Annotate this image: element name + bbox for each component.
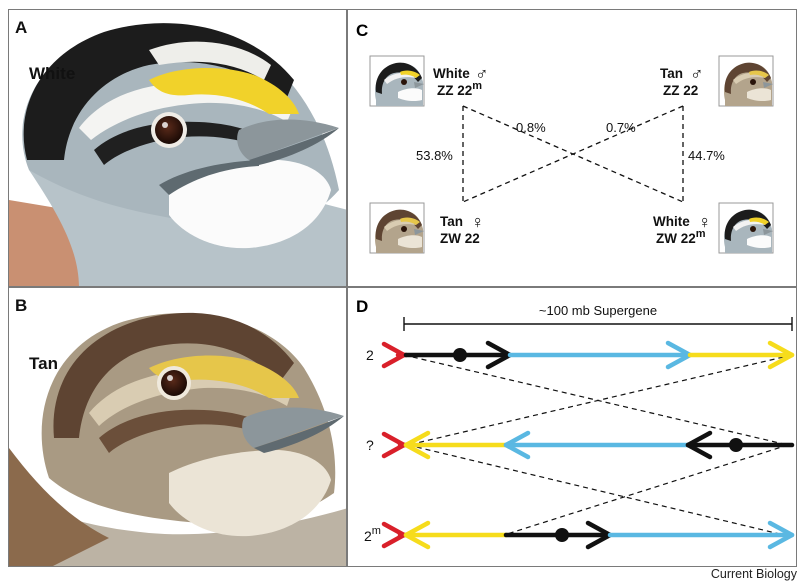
- white-male-genotype: ZZ 22m: [437, 80, 482, 98]
- supergene-scale-bar: [403, 317, 793, 331]
- percent-53-8: 53.8%: [416, 148, 453, 163]
- centromere: [453, 348, 467, 362]
- panel-label: A: [15, 18, 28, 37]
- line-tan-male-tan-female: [462, 105, 684, 203]
- supergene-arrangement: D ~100 mb Supergene: [356, 297, 795, 550]
- female-symbol: ♀: [471, 212, 485, 232]
- panel-d-supergene-diagram: D ~100 mb Supergene: [347, 287, 797, 567]
- panel-c-mating-diagram: C White ♂ ZZ 22m Tan ♂ ZZ 22 Tan ♀ ZW 22…: [347, 9, 797, 287]
- row-label-2m: 2m: [364, 525, 381, 544]
- chromosome-row-2: [381, 340, 795, 370]
- male-symbol: ♂: [475, 64, 489, 84]
- chromosome-row-question: [381, 430, 795, 460]
- percent-0-7: 0.7%: [606, 120, 636, 135]
- chromosome-row-2m: [381, 520, 795, 550]
- row-label-question: ?: [366, 437, 374, 453]
- tan-bird-illustration: [9, 288, 346, 566]
- supergene-label: ~100 mb Supergene: [539, 303, 657, 318]
- white-female-thumbnail: [718, 202, 774, 254]
- journal-credit: Current Biology: [710, 567, 797, 581]
- tan-male-thumbnail: [718, 55, 774, 107]
- percent-0-8: 0.8%: [516, 120, 546, 135]
- tan-male-morph: Tan: [660, 66, 683, 81]
- white-male-thumbnail: [369, 55, 425, 107]
- centromere: [729, 438, 743, 452]
- panel-label: D: [356, 297, 368, 316]
- female-symbol: ♀: [698, 212, 712, 232]
- panel-label: B: [15, 296, 28, 315]
- tan-female-genotype: ZW 22: [440, 231, 480, 246]
- tan-female-morph: Tan: [440, 214, 463, 229]
- mating-network: C White ♂ ZZ 22m Tan ♂ ZZ 22 Tan ♀ ZW 22…: [356, 21, 774, 254]
- panel-b-tan-morph: B Tan: [8, 287, 347, 567]
- white-male-morph: White: [433, 66, 470, 81]
- morph-name: Tan: [29, 354, 58, 373]
- panel-label: C: [356, 21, 368, 40]
- male-symbol: ♂: [690, 64, 704, 84]
- percent-44-7: 44.7%: [688, 148, 725, 163]
- white-female-morph: White: [653, 214, 690, 229]
- morph-name: White: [29, 64, 76, 83]
- tan-male-genotype: ZZ 22: [663, 83, 698, 98]
- white-bird-illustration: [9, 10, 346, 286]
- tan-female-thumbnail: [369, 202, 425, 254]
- centromere: [555, 528, 569, 542]
- pairing-lines: [462, 105, 684, 203]
- rearrangement-lines: [403, 354, 793, 536]
- panel-a-white-morph: A White: [8, 9, 347, 287]
- row-label-2: 2: [366, 347, 374, 363]
- white-female-genotype: ZW 22m: [656, 228, 706, 246]
